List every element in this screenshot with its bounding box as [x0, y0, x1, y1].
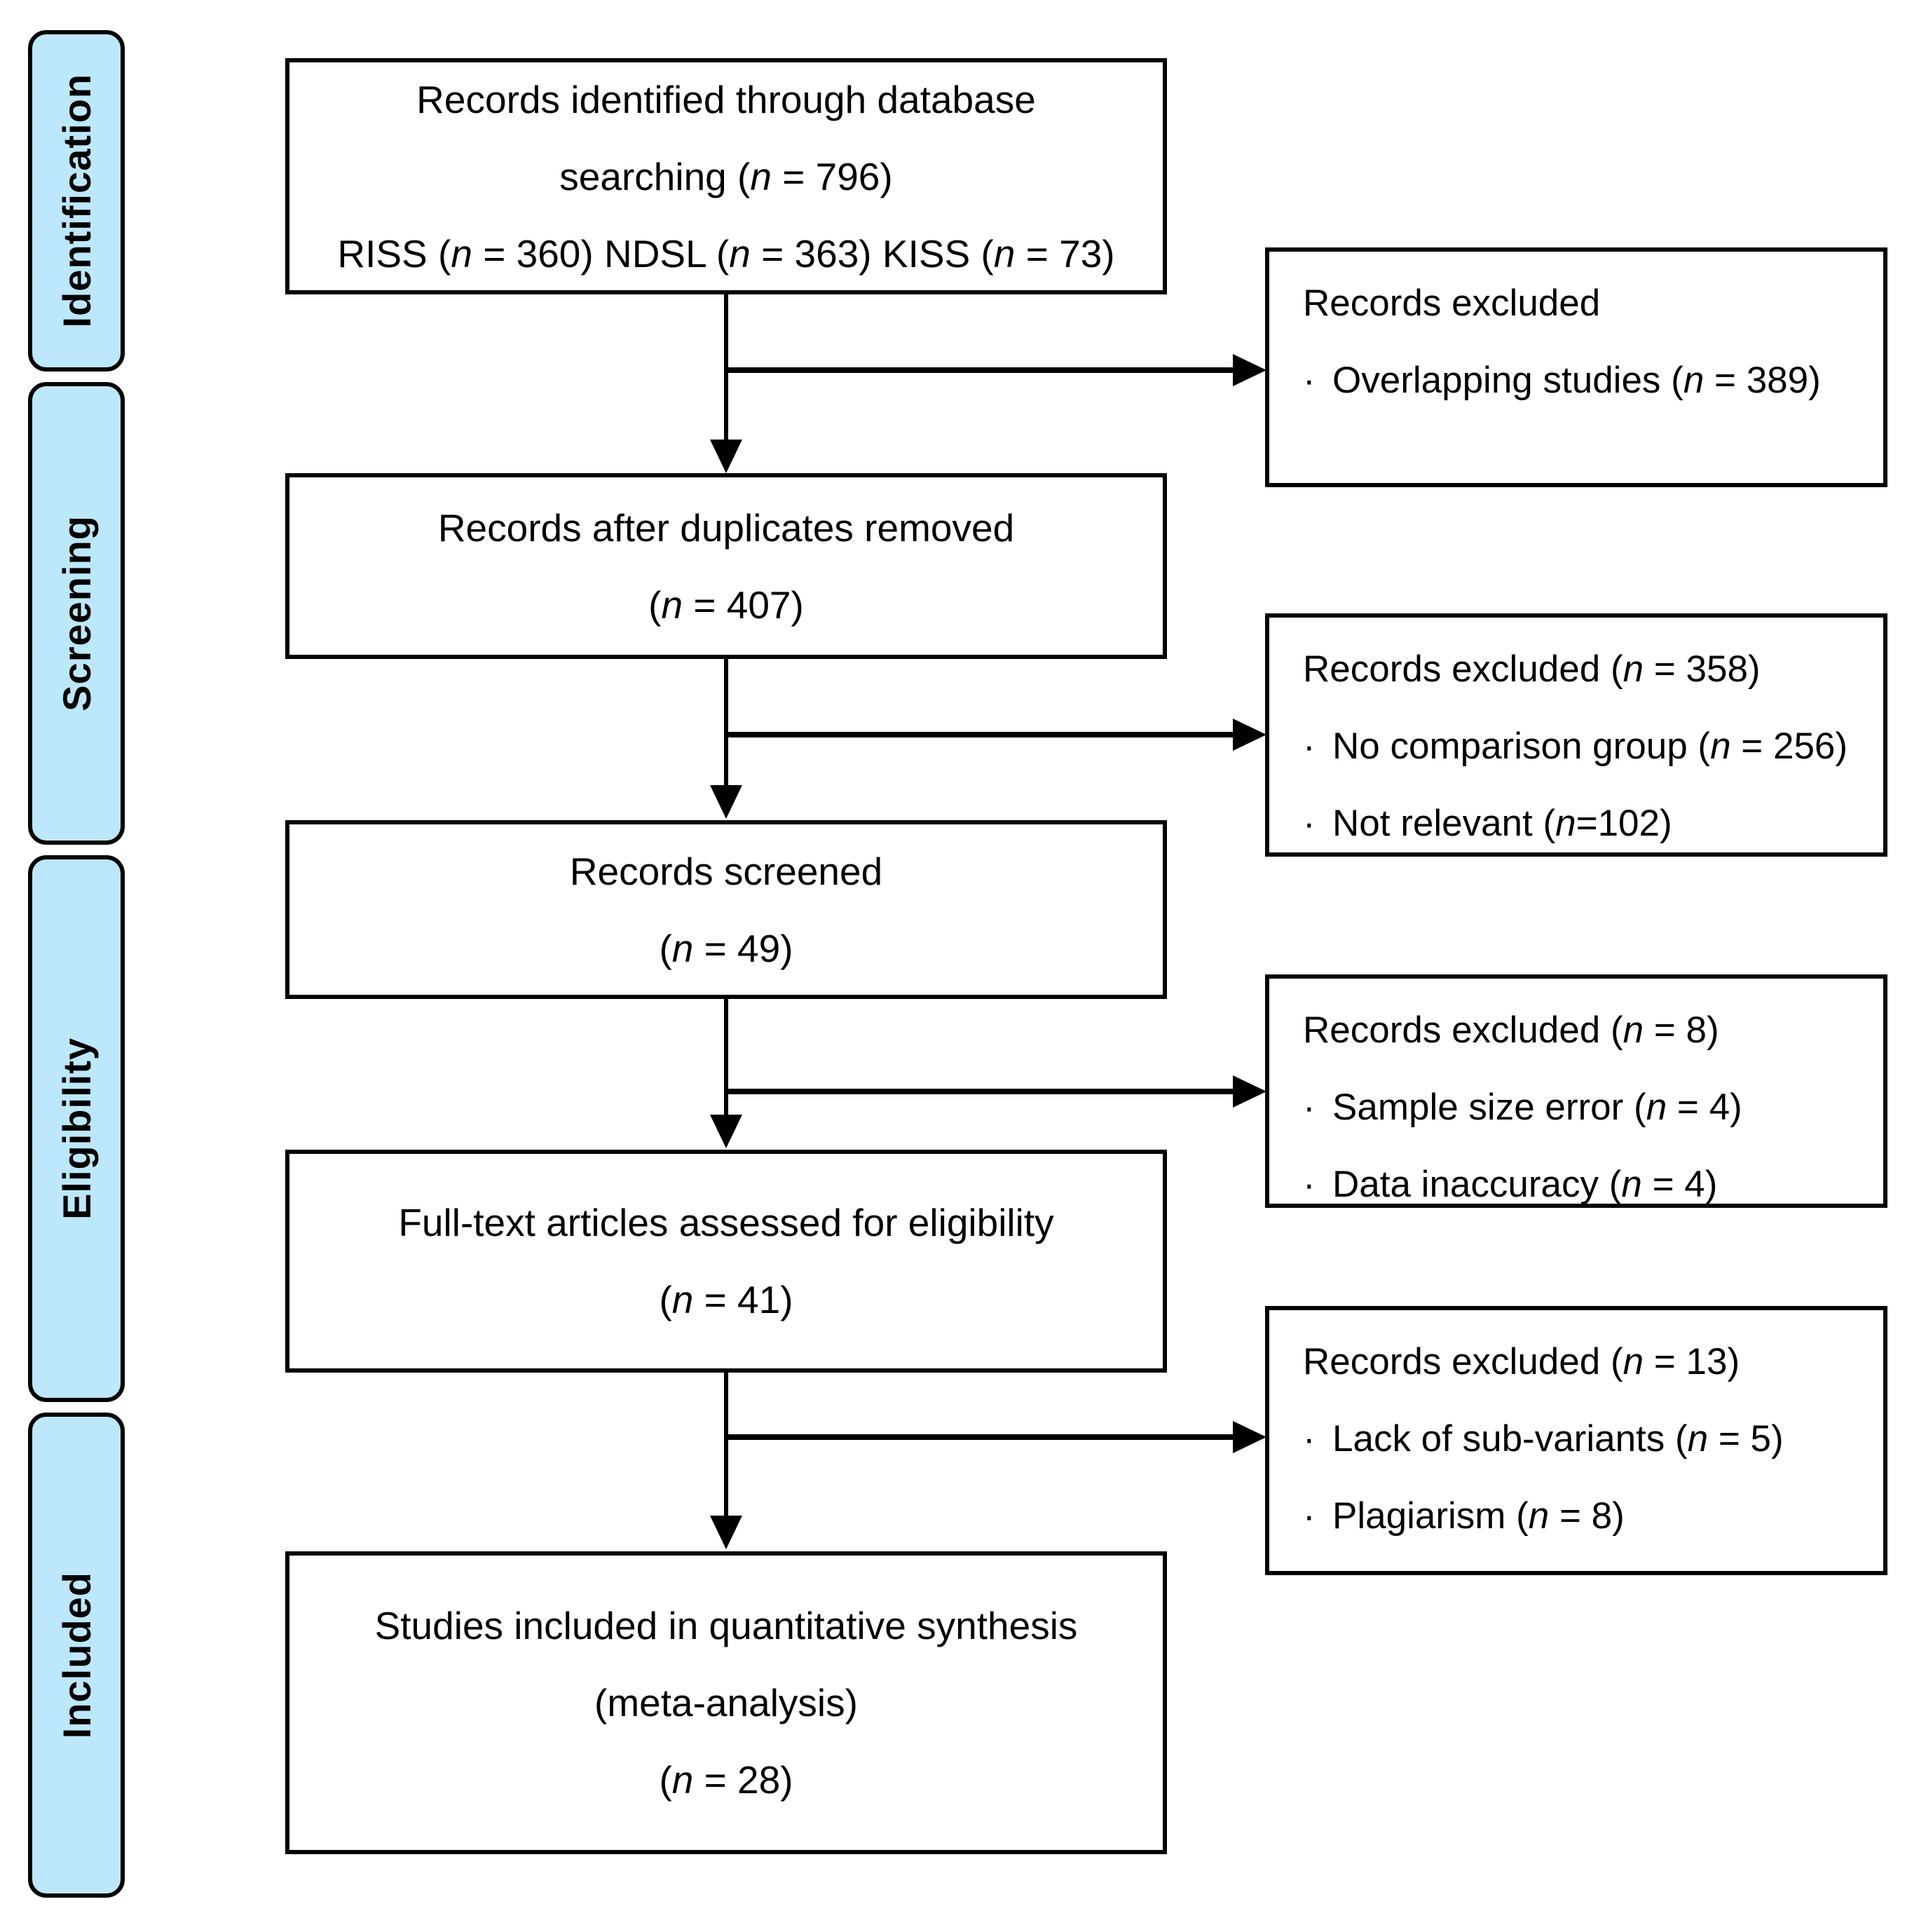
exclusion-bullet: · No comparison group (n = 256) [1303, 724, 1862, 769]
flow-box-line: Records screened [569, 849, 883, 893]
exclusion-branch-line-4 [726, 1434, 1234, 1440]
flow-box-duplicates-removed: Records after duplicates removed (n = 40… [285, 473, 1167, 659]
exclusion-bullet-text: Overlapping studies (n = 389) [1332, 360, 1821, 401]
bullet-dot-icon: · [1303, 1418, 1316, 1460]
exclusion-bullet-text: Data inaccuracy (n = 4) [1332, 1164, 1718, 1205]
exclusion-bullet: · Not relevant (n=102) [1303, 801, 1862, 846]
bullet-dot-icon: · [1303, 726, 1316, 767]
bullet-dot-icon: · [1303, 1087, 1316, 1128]
arrow-down-icon [710, 785, 742, 819]
exclusion-box-identification: Records excluded · Overlapping studies (… [1265, 247, 1887, 487]
exclusion-branch-line-1 [726, 367, 1234, 373]
bullet-dot-icon: · [1303, 360, 1316, 401]
arrow-right-icon [1233, 719, 1266, 751]
flow-box-line: (n = 49) [659, 926, 793, 970]
stage-label: Eligibility [54, 1038, 99, 1220]
flow-connector-line-4 [724, 1373, 728, 1518]
flow-box-records-identified: Records identified through database sear… [285, 58, 1167, 294]
bullet-dot-icon: · [1303, 803, 1316, 844]
exclusion-title: Records excluded [1303, 283, 1601, 324]
exclusion-bullet: · Plagiarism (n = 8) [1303, 1494, 1862, 1539]
flow-box-line: Records identified through database [416, 77, 1036, 121]
stage-screening: Screening [28, 382, 125, 845]
exclusion-bullet-text: Not relevant (n=102) [1332, 803, 1672, 844]
exclusion-title: Records excluded (n = 8) [1303, 1009, 1719, 1051]
flow-box-line: (n = 28) [659, 1758, 793, 1802]
exclusion-bullet-text: Plagiarism (n = 8) [1332, 1495, 1625, 1537]
flow-box-studies-included: Studies included in quantitative synthes… [285, 1551, 1167, 1854]
exclusion-bullet: · Sample size error (n = 4) [1303, 1085, 1862, 1130]
flow-box-line: (meta-analysis) [594, 1681, 858, 1724]
arrow-down-icon [710, 1516, 742, 1549]
flow-connector-line-2 [724, 659, 728, 787]
flow-box-records-screened: Records screened (n = 49) [285, 820, 1167, 999]
flow-box-fulltext-assessed: Full-text articles assessed for eligibil… [285, 1150, 1167, 1373]
arrow-right-icon [1233, 1075, 1266, 1108]
bullet-dot-icon: · [1303, 1495, 1316, 1537]
arrow-down-icon [710, 440, 742, 473]
stage-label: Screening [54, 515, 99, 712]
stage-eligibility: Eligibility [28, 855, 125, 1402]
arrow-down-icon [710, 1115, 742, 1148]
exclusion-branch-line-3 [726, 1089, 1234, 1094]
flow-connector-line-3 [724, 999, 728, 1118]
exclusion-bullet: · Overlapping studies (n = 389) [1303, 358, 1862, 403]
stage-label: Identification [54, 74, 99, 328]
flow-box-line: searching (n = 796) [559, 154, 893, 198]
exclusion-bullet: · Lack of sub-variants (n = 5) [1303, 1417, 1862, 1462]
exclusion-branch-line-2 [726, 732, 1234, 737]
arrow-right-icon [1233, 1421, 1266, 1453]
exclusion-title: Records excluded (n = 358) [1303, 648, 1761, 690]
flow-box-line: (n = 407) [648, 583, 804, 627]
stage-identification: Identification [28, 30, 125, 372]
exclusion-bullet-text: No comparison group (n = 256) [1332, 726, 1848, 767]
exclusion-title: Records excluded (n = 13) [1303, 1341, 1740, 1382]
stage-included: Included [28, 1413, 125, 1898]
flow-box-line: Records after duplicates removed [437, 505, 1015, 550]
exclusion-box-screening-2: Records excluded (n = 8) · Sample size e… [1265, 974, 1887, 1208]
exclusion-bullet-text: Sample size error (n = 4) [1332, 1087, 1742, 1128]
arrow-right-icon [1233, 354, 1266, 386]
bullet-dot-icon: · [1303, 1164, 1316, 1205]
flow-box-line: RISS (n = 360) NDSL (n = 363) KISS (n = … [337, 231, 1115, 275]
stage-label: Included [54, 1571, 99, 1739]
exclusion-bullet-text: Lack of sub-variants (n = 5) [1332, 1418, 1784, 1460]
exclusion-box-screening-1: Records excluded (n = 358) · No comparis… [1265, 613, 1887, 857]
exclusion-bullet: · Data inaccuracy (n = 4) [1303, 1162, 1862, 1207]
flow-box-line: Full-text articles assessed for eligibil… [398, 1201, 1054, 1244]
flow-box-line: Studies included in quantitative synthes… [374, 1604, 1078, 1647]
flow-box-line: (n = 41) [659, 1278, 793, 1321]
exclusion-box-eligibility: Records excluded (n = 13) · Lack of sub-… [1265, 1306, 1887, 1575]
